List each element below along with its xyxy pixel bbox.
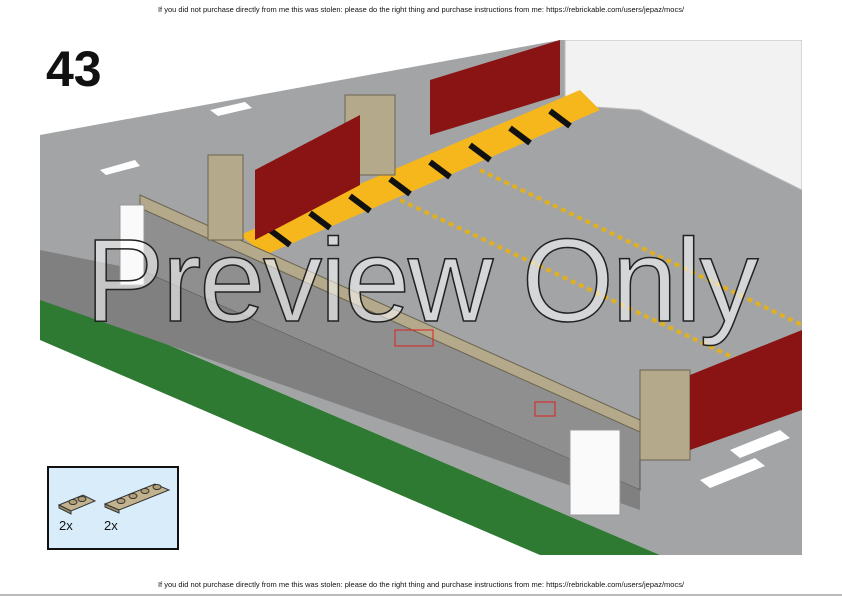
- tan-plate-1x2-icon: [57, 494, 97, 515]
- window-frame-3: [690, 330, 802, 450]
- white-pillar-right: [569, 429, 621, 516]
- front-wall-face: [40, 250, 640, 510]
- part-quantity: 2x: [104, 518, 118, 533]
- tan-pillar-1: [207, 154, 244, 241]
- anti-piracy-notice-bottom: If you did not purchase directly from me…: [157, 580, 685, 589]
- highlight-new-part-2: [534, 401, 556, 417]
- grass-strip: [40, 290, 660, 555]
- highlight-new-part-1: [394, 329, 434, 347]
- build-illustration: [40, 40, 802, 555]
- hazard-line-2: [479, 168, 802, 327]
- part-quantity: 2x: [59, 518, 73, 533]
- anti-piracy-notice-top: If you did not purchase directly from me…: [157, 5, 685, 14]
- tan-plate-1x4-icon: [103, 483, 171, 514]
- page-divider: [0, 594, 842, 596]
- parts-callout: 2x 2x: [47, 466, 179, 550]
- white-pillar-left: [119, 204, 145, 286]
- hazard-stripes-back: [268, 108, 572, 248]
- white-wall-back: [564, 40, 802, 191]
- window-frame-1: [255, 115, 360, 240]
- tan-pillar-3: [639, 369, 691, 461]
- window-frame-2: [430, 40, 560, 135]
- preview-watermark: Preview Only: [85, 215, 760, 347]
- step-number: 43: [46, 41, 102, 97]
- road-markings: [100, 44, 790, 488]
